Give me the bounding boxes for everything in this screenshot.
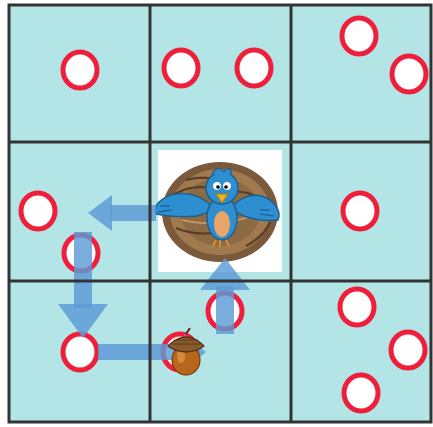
red-circle-marker[interactable] <box>63 334 97 370</box>
red-circle-marker[interactable] <box>344 375 378 411</box>
red-circle-marker[interactable] <box>342 18 376 54</box>
bird-in-nest <box>155 150 282 272</box>
red-circle-marker[interactable] <box>343 193 377 229</box>
red-circle-marker[interactable] <box>392 56 426 92</box>
red-circle-marker[interactable] <box>237 50 271 86</box>
red-circle-marker[interactable] <box>391 332 425 368</box>
red-circle-marker[interactable] <box>164 50 198 86</box>
red-circle-marker[interactable] <box>340 289 374 325</box>
red-circle-marker[interactable] <box>21 193 55 229</box>
red-circle-marker[interactable] <box>63 52 97 88</box>
